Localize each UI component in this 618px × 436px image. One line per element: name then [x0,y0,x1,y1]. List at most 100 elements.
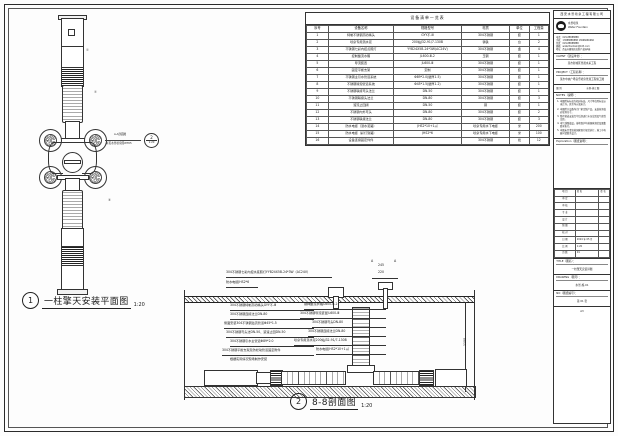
table-cell: 控制整流水箱 [327,52,395,61]
table-cell: 铸铁 [460,38,511,47]
table-cell: 特制不锈钢高喷嘴头 [327,32,395,40]
elevation-figure-label: 一柱擎天安装平面图 [42,294,131,309]
table-cell: 304不锈钢 [460,59,511,68]
signoff-cell [598,236,610,245]
table-cell: Φ45*1.5(壁厚1.2) [393,80,462,89]
signoff-header-row: 项 目姓 名签 名 [554,188,610,197]
signoff-cell: 01 [574,249,600,258]
annotation-top-rule-1 [226,277,332,278]
signoff-header-cell: 项 目 [554,188,576,197]
table-cell: 2 [528,108,550,117]
annotation-right-rule-3 [312,327,386,328]
table-cell: 3 [306,45,329,54]
table-cell: 12 [528,136,550,145]
contact-phone: 电话：029-88888888 [556,35,579,39]
signoff-header-cell: 签 名 [598,188,610,197]
table-cell: 铜 [460,101,511,110]
client-value: 某市新城区景观水系工程 [567,62,597,66]
table-cell: 套 [509,115,530,124]
annotation-right-rule-1 [304,309,386,310]
drawing-number-label: DRAWING（图号）： [556,276,608,282]
table-cell: 304不锈钢 [460,87,511,96]
section-reference-bubble: 2 1:20 [144,133,159,148]
annotation-right-rule-4 [308,336,386,337]
table-cell: 不锈钢联接头法兰 [327,94,395,103]
elevation-figure-scale: 1:20 [133,302,145,308]
table-cell: DN-80 [393,108,462,117]
pole-grille-lower [61,246,84,267]
pole-base-barrel [61,265,84,291]
annotation-left-6: 304不锈钢平衡支架及防松动管道固定附件 [222,348,281,352]
table-cell: 1 [528,73,550,82]
drawing-number-section: DRAWING（图号）： 水景-施-01 [554,275,610,291]
signoff-cell [598,229,610,238]
table-cell: 16 [306,136,329,145]
riser-column [352,307,370,367]
table-cell: 套 [509,94,530,103]
callout-marker-1: ① [86,48,89,52]
table-cell: 1 [528,80,550,89]
table-cell: 批 [509,136,530,145]
table-cell: 不锈钢除泡管道系统 [327,80,395,89]
table-cell: JL600-Ⅲ-2 [393,52,462,61]
marker-a-left: A [371,259,374,263]
annotation-top-rule-2 [226,287,258,288]
signoff-header-cell: 姓 名 [574,188,600,197]
section-figure-number: 2 [290,393,307,410]
table-cell: 13 [306,115,329,124]
table-cell: 304不锈钢 [460,108,511,117]
table-cell: 设备连接固定件件 [327,136,395,145]
table-cell: 304不锈钢 [460,32,511,40]
sheet-number-value: 第 01 张 [576,299,588,303]
dimension-label-1100: 1100 [463,337,467,346]
table-cell: JHS2*10+1㎡ [393,122,462,131]
col-header-index: 序号 [306,24,329,34]
table-cell: 3 [528,94,550,103]
annotation-left-rule-6 [222,355,314,356]
basin-floor-slab [184,386,476,398]
annotation-right-rule-2 [300,318,386,319]
riser-base-flange [347,365,375,373]
signoff-cell [574,222,600,231]
callout-marker-2: ② [94,90,97,94]
note-item: 本图所标标高为相对标高，尺寸单位除标高以米计外，其余均以毫米计。 [560,100,608,106]
signoff-cell [574,216,600,224]
signoff-cell: 1:20 [574,243,600,251]
signoff-cell [598,243,610,251]
table-cell: 8 [306,80,329,89]
section-frame-right [474,290,475,400]
table-cell: 台 [509,38,530,47]
section-figure-title: 2 8-8剖面图 1:20 [290,393,372,410]
signoff-cell [598,222,610,231]
company-name-band: 西安水景喷泉工程有限公司 [554,11,610,19]
exploration-section: Exploration（图纸说明）： [554,139,610,189]
elevation-figure-number: 1 [22,292,39,309]
project-value: 某市中央广场音乐喷泉景观工程施工图 [559,78,605,82]
annotation-top-1: 304不锈钢七彩内控水底照灯YYB24X5B-24*3W（AC24V） [226,270,311,274]
table-cell: 3 [528,115,550,124]
equipment-table-caption: 设备清单一览表 [306,13,549,25]
annotation-left-rule-5 [230,346,314,347]
table-cell: DN-80 [393,94,462,103]
client-section: CLIENT（建设单位）： 某市新城区景观水系工程 [554,54,610,70]
table-cell: 不锈钢联接弯头法兰 [327,87,395,96]
signoff-cell: 制 图 [554,222,576,231]
signoff-cell [574,229,600,238]
signoff-cell: 页 数 [554,249,576,258]
exploration-label: Exploration（图纸说明）： [556,140,608,146]
table-cell: 5 [306,59,329,68]
notes-list: 本图所标标高为相对标高，尺寸单位除标高以米计外，其余均以毫米计。本图所示设备均为… [556,100,608,135]
signoff-row: 审 定 [554,195,610,204]
annotation-right-rule-6 [316,354,386,355]
table-cell: 200 [528,122,550,131]
annotation-left-rule-2 [230,319,314,320]
signoff-cell: 2024 年 05 月 [574,236,600,245]
table-cell: 304不锈钢 [460,94,511,103]
